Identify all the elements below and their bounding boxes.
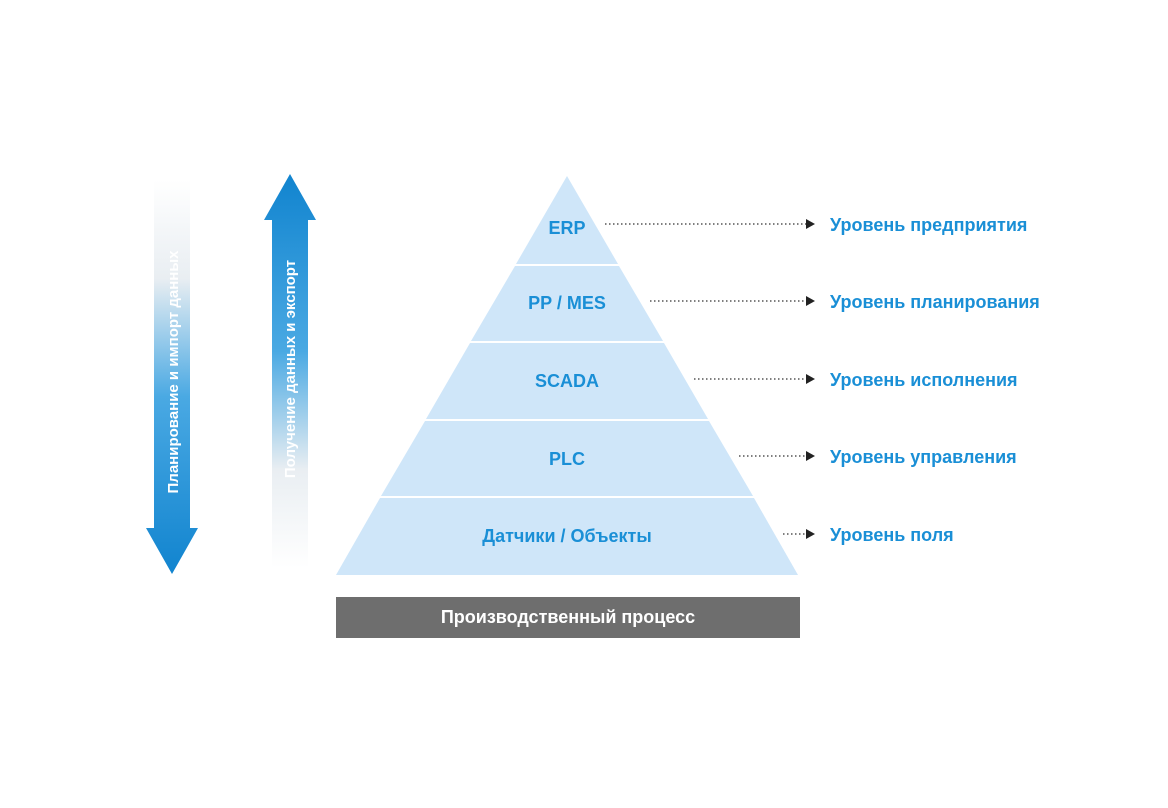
level-label: Уровень планирования [830, 292, 1040, 312]
level-label: Уровень исполнения [830, 370, 1018, 390]
down-arrow-icon [146, 180, 198, 574]
down-arrow: Планирование и импорт данных [146, 180, 198, 574]
pyramid-tier-sensors [336, 498, 798, 575]
up-arrow-icon [264, 174, 316, 568]
level-label: Уровень управления [830, 447, 1017, 467]
connector-arrowhead-icon [806, 451, 815, 461]
pyramid: ERP PP / MES SCADA PLC Датчики / Объекты [336, 176, 798, 575]
tier-label: SCADA [535, 371, 599, 391]
pyramid-tier-scada [426, 343, 708, 419]
connectors [605, 219, 815, 539]
level-labels: Уровень предприятия Уровень планирования… [830, 215, 1040, 545]
tier-label: ERP [548, 218, 585, 238]
up-arrow: Получение данных и экспорт [264, 174, 316, 568]
connector-arrowhead-icon [806, 374, 815, 384]
tier-label: PP / MES [528, 293, 606, 313]
tier-label: Датчики / Объекты [482, 526, 651, 546]
production-process-bar: Производственный процесс [336, 597, 800, 638]
pyramid-tier-plc [381, 421, 753, 496]
down-arrow-label: Планирование и импорт данных [165, 250, 182, 494]
pyramid-tier-mes [471, 266, 663, 341]
pyramid-tier-erp [516, 176, 618, 264]
connector-arrowhead-icon [806, 296, 815, 306]
tier-label: PLC [549, 449, 585, 469]
up-arrow-label: Получение данных и экспорт [282, 260, 299, 478]
connector-arrowhead-icon [806, 529, 815, 539]
base-rect [336, 597, 800, 638]
level-label: Уровень предприятия [830, 215, 1027, 235]
level-label: Уровень поля [830, 525, 954, 545]
connector-arrowhead-icon [806, 219, 815, 229]
base-label: Производственный процесс [441, 607, 695, 627]
